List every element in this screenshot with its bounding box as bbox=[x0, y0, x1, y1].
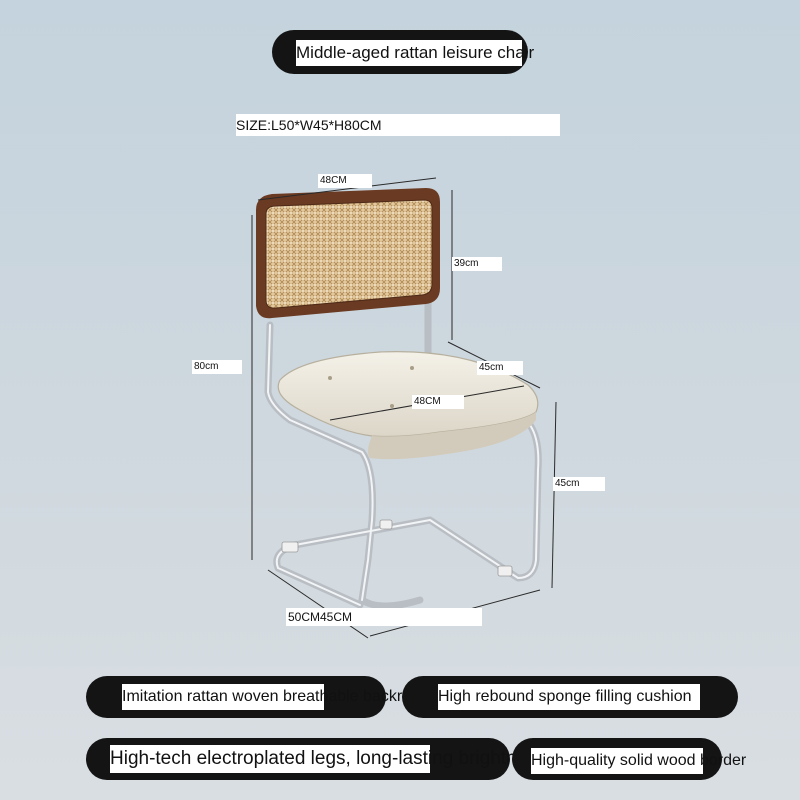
dim-depth: 45cm bbox=[477, 361, 523, 375]
dim-back-width: 48CM bbox=[318, 174, 372, 188]
dim-back-height: 39cm bbox=[452, 257, 502, 271]
dim-seat-height: 45cm bbox=[553, 477, 605, 491]
feature-sponge-cushion: High rebound sponge filling cushion bbox=[438, 684, 700, 710]
feature-wood-border: High-quality solid wood border bbox=[531, 748, 746, 774]
seat-cushion bbox=[277, 351, 539, 460]
dim-total-height: 80cm bbox=[192, 360, 242, 374]
feature-electroplated-legs: High-tech electroplated legs, long-lasti… bbox=[110, 745, 546, 773]
page-title: Middle-aged rattan leisure chair bbox=[296, 40, 534, 66]
backrest bbox=[256, 188, 440, 319]
feature-rattan-back: Imitation rattan woven breathable backre… bbox=[122, 684, 424, 710]
size-label: SIZE:L50*W45*H80CM bbox=[236, 114, 560, 136]
dim-seat-width: 48CM bbox=[412, 395, 464, 409]
dim-base: 50CM45CM bbox=[286, 608, 482, 626]
